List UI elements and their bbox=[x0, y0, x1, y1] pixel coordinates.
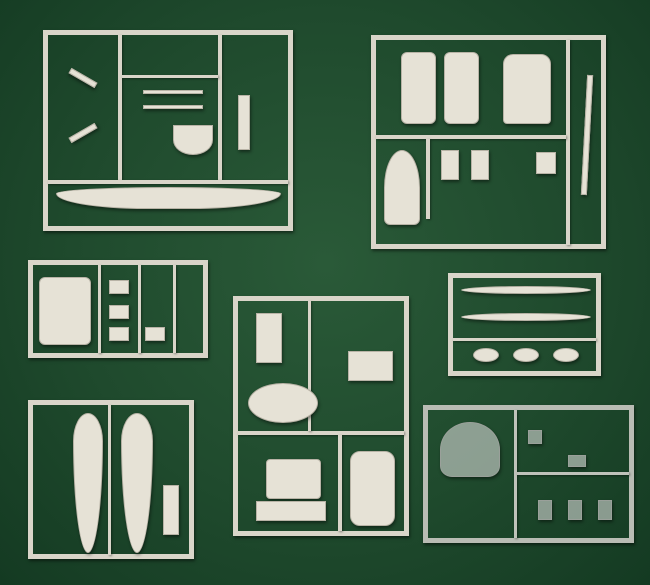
sprue-runner bbox=[108, 405, 111, 555]
sprue-top-left bbox=[43, 30, 293, 231]
sprue-runner bbox=[517, 472, 629, 475]
part-landing-gear bbox=[238, 95, 250, 150]
part-small bbox=[163, 485, 179, 535]
part-console bbox=[348, 351, 393, 381]
sprue-runner bbox=[173, 265, 176, 353]
sprue-runner bbox=[122, 75, 218, 78]
sprue-runner bbox=[138, 265, 141, 353]
part-bracket bbox=[536, 152, 556, 174]
sprue-runner bbox=[453, 338, 596, 341]
sprue-middle-right bbox=[448, 273, 601, 376]
part-small bbox=[109, 327, 129, 341]
part-clear-small bbox=[598, 500, 612, 520]
part-fairing bbox=[173, 125, 213, 155]
sprue-runner bbox=[118, 35, 122, 180]
sprue-clear-parts bbox=[423, 405, 634, 543]
sprue-runner bbox=[98, 265, 101, 353]
sprue-runner bbox=[338, 435, 342, 531]
part-rod bbox=[580, 74, 594, 196]
sprue-runner bbox=[238, 431, 404, 435]
part-grille bbox=[256, 501, 326, 521]
part-drop-tank bbox=[73, 413, 103, 553]
part-clear-small bbox=[568, 500, 582, 520]
part-bracket bbox=[471, 150, 489, 180]
part-rod bbox=[143, 105, 203, 109]
part-canopy bbox=[440, 422, 500, 477]
part-rod bbox=[143, 90, 203, 94]
sprue-center bbox=[233, 296, 409, 536]
part-wing-spar bbox=[56, 187, 281, 209]
part-oval bbox=[473, 348, 499, 362]
part-drop-tank bbox=[121, 413, 153, 553]
sprue-runner bbox=[308, 301, 311, 431]
part-box bbox=[266, 459, 321, 499]
part-panel bbox=[503, 54, 551, 124]
part-small bbox=[145, 327, 165, 341]
sprue-bottom-left bbox=[28, 400, 194, 559]
part-oval bbox=[553, 348, 579, 362]
part-clear-small bbox=[528, 430, 542, 444]
sprue-top-right bbox=[371, 35, 606, 249]
part-clear-small bbox=[538, 500, 552, 520]
sprue-runner bbox=[48, 180, 288, 184]
part-clear-small bbox=[568, 455, 586, 467]
sprue-runner bbox=[218, 35, 222, 180]
part-panel bbox=[401, 52, 436, 124]
sprue-runner bbox=[514, 410, 517, 538]
sprue-runner bbox=[426, 139, 430, 219]
part-bracket bbox=[441, 150, 459, 180]
sprue-runner bbox=[376, 135, 566, 139]
part-nose-cone bbox=[384, 150, 420, 225]
part-panel bbox=[444, 52, 479, 124]
part-oval bbox=[513, 348, 539, 362]
part-seat bbox=[256, 313, 282, 363]
part-small bbox=[109, 305, 129, 319]
part-panel bbox=[39, 277, 91, 345]
part-bulkhead bbox=[248, 383, 318, 423]
sprue-middle-left bbox=[28, 260, 208, 358]
sprue-runner bbox=[566, 40, 570, 245]
part-strut bbox=[68, 122, 98, 144]
part-strut bbox=[68, 67, 98, 89]
part-longeron bbox=[461, 286, 591, 294]
part-longeron bbox=[461, 313, 591, 321]
part-seat-back bbox=[350, 451, 395, 526]
part-small bbox=[109, 280, 129, 294]
